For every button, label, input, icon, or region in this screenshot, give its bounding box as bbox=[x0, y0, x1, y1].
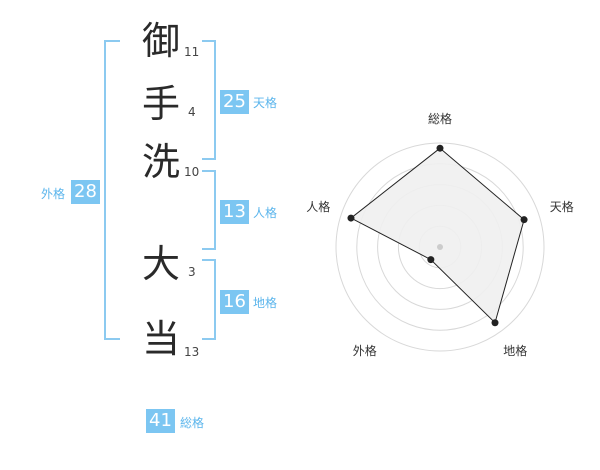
radar-axis-label-2: 天格 bbox=[549, 200, 574, 215]
jinkaku-value: 13 bbox=[220, 200, 249, 224]
radar-point-1 bbox=[436, 144, 444, 152]
chikaku-label: 地格 bbox=[253, 296, 278, 310]
name-char-3: 洗 bbox=[142, 140, 181, 184]
radar-axis-label-3: 地格 bbox=[503, 343, 528, 358]
radar-series-polygon bbox=[350, 147, 525, 324]
name-char-1: 御 bbox=[142, 19, 181, 63]
stroke-count-2: 4 bbox=[188, 105, 196, 119]
gaikaku-label: 外格 bbox=[41, 187, 66, 201]
radar-point-2 bbox=[520, 216, 528, 224]
radar-point-5 bbox=[347, 214, 355, 222]
tenkaku-value: 25 bbox=[220, 90, 249, 114]
tenkaku-label: 天格 bbox=[253, 96, 278, 110]
stroke-count-5: 13 bbox=[184, 345, 200, 359]
chikaku-value: 16 bbox=[220, 290, 249, 314]
radar-center-dot bbox=[437, 244, 443, 250]
jinkaku-label: 人格 bbox=[253, 206, 278, 220]
radar-axis-label-1: 総格 bbox=[428, 112, 453, 126]
tenkaku-bracket bbox=[202, 40, 216, 160]
gaikaku-value: 28 bbox=[71, 180, 100, 204]
chikaku-bracket bbox=[202, 259, 216, 340]
jinkaku-bracket bbox=[202, 170, 216, 250]
name-char-5: 当 bbox=[142, 317, 181, 361]
name-char-4: 大 bbox=[142, 242, 181, 286]
radar-axis-label-4: 外格 bbox=[352, 343, 377, 358]
radar-ring-5 bbox=[335, 142, 545, 352]
stroke-count-3: 10 bbox=[184, 165, 200, 179]
name-char-2: 手 bbox=[142, 82, 181, 126]
soukaku-value: 41 bbox=[146, 409, 175, 433]
radar-chart bbox=[335, 142, 545, 352]
radar-point-4 bbox=[427, 256, 435, 264]
stroke-count-4: 3 bbox=[188, 265, 196, 279]
radar-axis-label-5: 人格 bbox=[306, 200, 331, 215]
soukaku-label: 総格 bbox=[180, 416, 205, 430]
stroke-count-1: 11 bbox=[184, 45, 200, 59]
radar-point-3 bbox=[491, 319, 499, 327]
gaikaku-bracket bbox=[104, 40, 120, 340]
